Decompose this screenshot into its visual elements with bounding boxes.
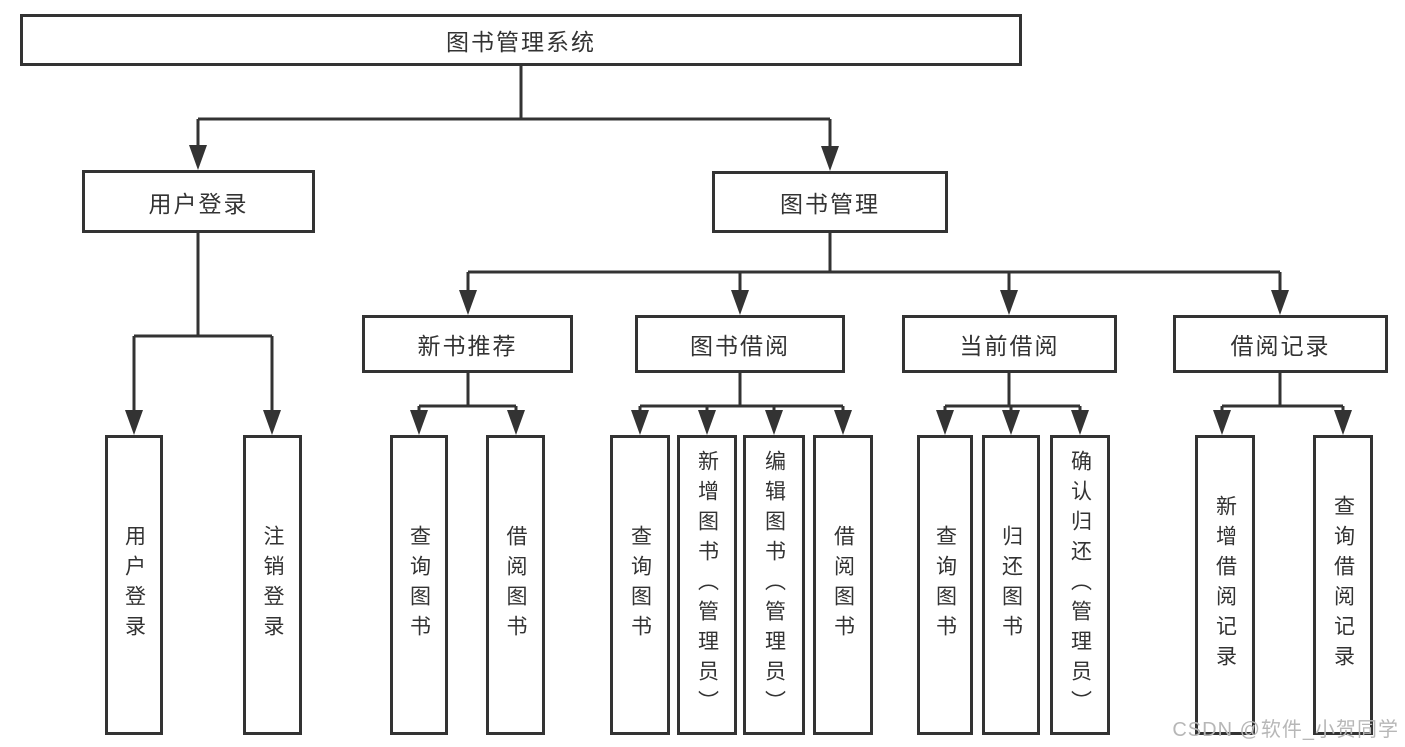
connector-borrowing-records <box>1220 373 1345 415</box>
leaf-current-confirm-return-admin: 确认归还（管理员） <box>1050 435 1110 735</box>
node-new-book-recommendation: 新书推荐 <box>362 315 573 373</box>
node-borrowing-records: 借阅记录 <box>1173 315 1388 373</box>
leaf-current-return-books: 归还图书 <box>982 435 1040 735</box>
node-book-management: 图书管理 <box>712 171 948 233</box>
node-book-borrowing: 图书借阅 <box>635 315 845 373</box>
connector-root <box>196 66 832 151</box>
leaf-borrow-edit-books-admin: 编辑图书（管理员） <box>743 435 805 735</box>
leaf-recommend-borrow-books: 借阅图书 <box>486 435 545 735</box>
node-current-borrowing: 当前借阅 <box>902 315 1117 373</box>
leaf-borrow-borrow-books: 借阅图书 <box>813 435 873 735</box>
watermark: CSDN @软件_小贺同学 <box>1172 719 1399 741</box>
leaf-current-query-books: 查询图书 <box>917 435 973 735</box>
leaf-recommend-query-books: 查询图书 <box>390 435 448 735</box>
node-root: 图书管理系统 <box>20 14 1022 66</box>
leaf-user-login: 用户登录 <box>105 435 163 735</box>
leaf-records-add-record: 新增借阅记录 <box>1195 435 1255 735</box>
node-user-login: 用户登录 <box>82 170 315 233</box>
connector-book-management <box>466 233 1282 295</box>
connector-new-book-recommendation <box>417 373 518 415</box>
arrowheads <box>125 145 1352 435</box>
connector-current-borrowing <box>943 373 1082 415</box>
connector-book-borrowing <box>638 373 845 415</box>
leaf-borrow-query-books: 查询图书 <box>610 435 670 735</box>
connector-user-login <box>132 233 274 415</box>
leaf-borrow-add-books-admin: 新增图书（管理员） <box>677 435 737 735</box>
leaf-logout: 注销登录 <box>243 435 302 735</box>
leaf-records-query-record: 查询借阅记录 <box>1313 435 1373 735</box>
